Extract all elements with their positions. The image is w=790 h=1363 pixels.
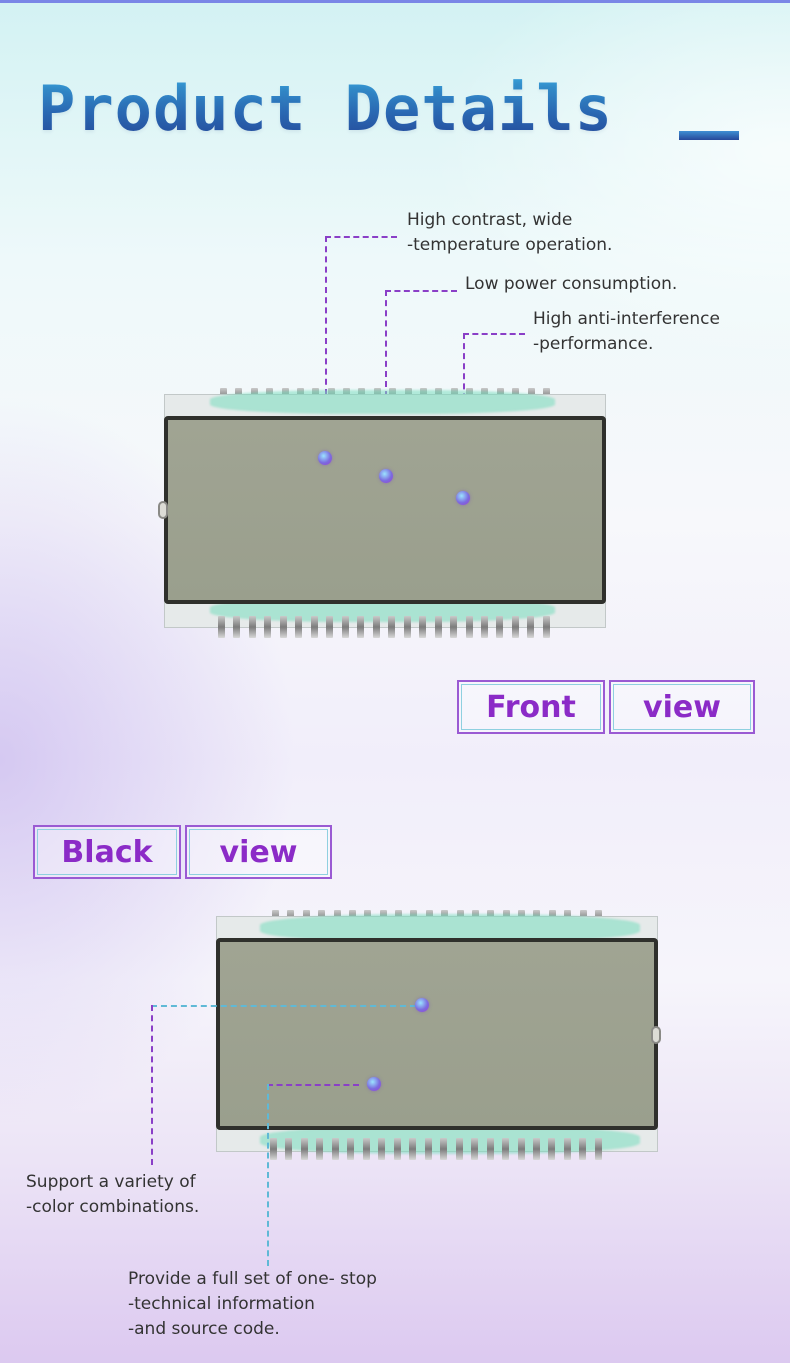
callout-techinfo-line2: -technical information — [128, 1294, 315, 1314]
lcd-front-top-seal — [210, 390, 555, 414]
lcd-back-screen — [216, 938, 658, 1130]
leader-techinfo-v — [267, 1084, 269, 1266]
callout-interference-line1: High anti-interference — [533, 309, 720, 329]
callout-contrast-line2: -temperature operation. — [407, 235, 613, 255]
callout-power: Low power consumption. — [465, 272, 677, 297]
callout-color-line1: Support a variety of — [26, 1172, 196, 1192]
leader-power-h — [385, 290, 457, 292]
callout-dot-interference — [456, 491, 470, 505]
callout-color-line2: -color combinations. — [26, 1197, 200, 1217]
callout-techinfo: Provide a full set of one- stop -technic… — [128, 1267, 377, 1342]
callout-techinfo-line1: Provide a full set of one- stop — [128, 1269, 377, 1289]
callout-dot-power — [379, 469, 393, 483]
back-view-word1: Black — [33, 825, 181, 879]
front-view-word1: Front — [457, 680, 605, 734]
lcd-back-bottom-seal — [260, 1126, 640, 1154]
callout-dot-contrast — [318, 451, 332, 465]
callout-dot-color — [415, 998, 429, 1012]
title-accent-dash — [679, 131, 739, 140]
leader-contrast-v — [325, 236, 327, 446]
callout-contrast: High contrast, wide -temperature operati… — [407, 208, 612, 258]
lcd-back-side-clip — [651, 1026, 661, 1044]
callout-dot-techinfo — [367, 1077, 381, 1091]
callout-power-line1: Low power consumption. — [465, 274, 678, 294]
lcd-back-top-seal — [260, 914, 640, 942]
leader-contrast-h — [325, 236, 397, 238]
callout-techinfo-line3: -and source code. — [128, 1319, 280, 1339]
top-accent-line — [0, 0, 790, 3]
leader-color-v — [151, 1005, 153, 1165]
leader-power-v — [385, 290, 387, 468]
callout-interference: High anti-interference -performance. — [533, 307, 720, 357]
lcd-front-module — [158, 384, 610, 640]
leader-interference-h — [463, 333, 525, 335]
lcd-front-screen — [164, 416, 606, 604]
lcd-back-bottom-pins — [270, 1138, 602, 1160]
front-view-label: Front view — [457, 680, 755, 734]
front-view-word2: view — [609, 680, 755, 734]
back-view-label: Black view — [33, 825, 332, 879]
lcd-front-side-clip — [158, 501, 168, 519]
leader-color-h — [151, 1005, 416, 1007]
callout-interference-line2: -performance. — [533, 334, 654, 354]
callout-color: Support a variety of -color combinations… — [26, 1170, 199, 1220]
lcd-back-module — [214, 908, 664, 1164]
lcd-front-bottom-pins — [218, 616, 550, 638]
page-title: Product Details — [38, 72, 613, 145]
back-view-word2: view — [185, 825, 332, 879]
leader-techinfo-h — [267, 1084, 359, 1086]
callout-contrast-line1: High contrast, wide — [407, 210, 573, 230]
